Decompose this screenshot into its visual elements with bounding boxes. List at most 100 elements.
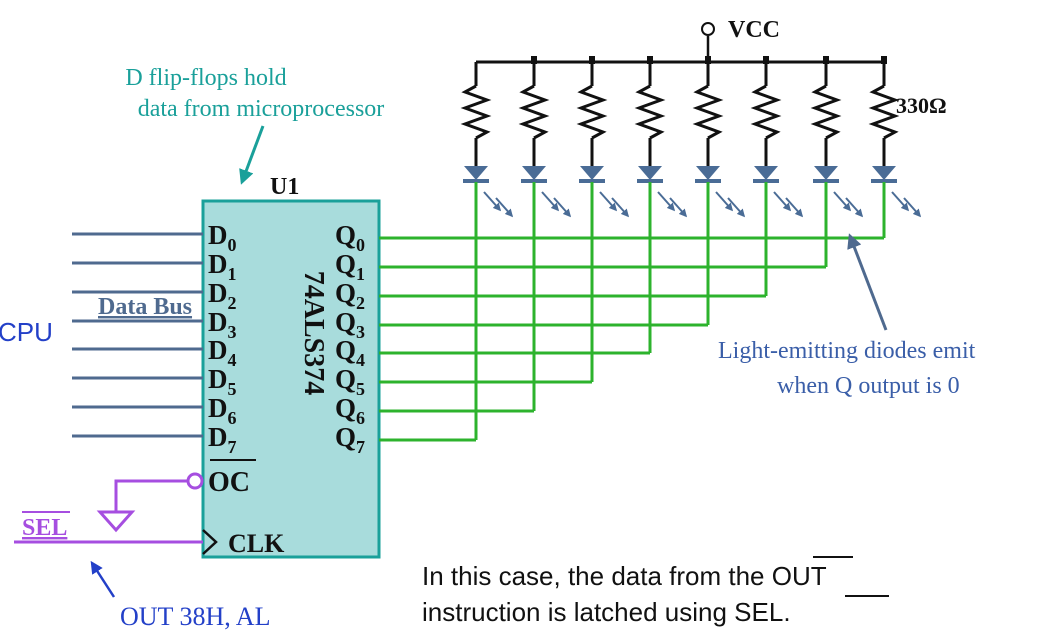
rail-junction: [881, 56, 887, 64]
out-instruction-arrow: [90, 560, 116, 598]
output-pin-label: Q0: [335, 220, 365, 255]
led-diode: [638, 166, 662, 180]
data-bus-wires: [72, 232, 203, 438]
oc-control-wire: [114, 479, 188, 512]
flipflop-annotation-line1: D flip-flops hold: [125, 65, 286, 91]
led-emission-arrow: [715, 191, 734, 212]
input-pin-label: D4: [208, 335, 237, 370]
pin-letter: D: [208, 307, 228, 337]
rail-junction: [531, 56, 537, 64]
resistor: [460, 84, 492, 140]
output-pin-label: Q5: [335, 364, 365, 399]
led-emission-arrow: [483, 191, 502, 212]
led-diode: [814, 166, 838, 180]
output-pin-label: Q1: [335, 249, 365, 284]
input-pin-label: D2: [208, 278, 237, 313]
resistor: [750, 84, 782, 140]
led-annotation-line1: Light-emitting diodes emit: [718, 338, 976, 364]
led-emission-arrow: [785, 197, 804, 218]
output-pin-label: Q3: [335, 307, 365, 342]
resistor: [868, 84, 900, 140]
pin-subscript: 0: [356, 235, 365, 255]
led-diode: [754, 166, 778, 180]
led-emission-arrow: [727, 197, 746, 218]
ground-symbol: [96, 510, 136, 533]
vcc-label: VCC: [728, 17, 780, 43]
led-emission-arrow: [833, 191, 852, 212]
led-emission-arrow: [541, 191, 560, 212]
data-bus-label: Data Bus: [98, 294, 192, 320]
resistor: [810, 84, 842, 140]
pin-subscript: 1: [228, 264, 237, 284]
pin-subscript: 4: [228, 350, 237, 370]
pin-letter: Q: [335, 364, 356, 394]
pin-subscript: 2: [356, 293, 365, 313]
pin-subscript: 1: [356, 264, 365, 284]
led-emission-arrow: [773, 191, 792, 212]
led-diode: [522, 166, 546, 180]
pin-letter: Q: [335, 220, 356, 250]
pin-subscript: 3: [356, 322, 365, 342]
rail-junction: [589, 56, 595, 64]
led-emission-arrow: [553, 197, 572, 218]
led-emission-arrow: [903, 197, 922, 218]
led-emission-arrow: [891, 191, 910, 212]
pin-subscript: 7: [356, 437, 365, 457]
flipflop-annotation-line2: data from microprocessor: [138, 96, 385, 122]
rail-junction: [705, 56, 711, 64]
led-emission-arrow: [599, 191, 618, 212]
pin-subscript: 0: [228, 235, 237, 255]
output-wires: [379, 182, 886, 442]
flipflop-annotation-arrow: [239, 125, 265, 185]
caption-sel-signal: SEL: [734, 597, 783, 627]
pin-letter: D: [208, 220, 228, 250]
chip-body: [201, 199, 381, 559]
led-emission-arrow: [495, 197, 514, 218]
vcc-terminal: [701, 22, 715, 36]
pin-subscript: 5: [356, 379, 365, 399]
sel-label: SEL: [22, 515, 67, 541]
pin-subscript: 7: [228, 437, 237, 457]
led-diode: [696, 166, 720, 180]
pin-subscript: 3: [228, 322, 237, 342]
pin-letter: Q: [335, 393, 356, 423]
resistor: [692, 84, 724, 140]
pin-letter: Q: [335, 278, 356, 308]
oc-inversion-bubble: [186, 472, 204, 490]
led-emission-arrow: [669, 197, 688, 218]
input-pin-label: D5: [208, 364, 237, 399]
resistor: [518, 84, 550, 140]
caption-line2: instruction is latched using SEL.: [422, 597, 791, 627]
oc-pin-label: OC: [208, 467, 250, 498]
chip-part-number: 74ALS374: [298, 271, 329, 395]
input-pin-label: D1: [208, 249, 237, 284]
caption-line2-suffix: .: [783, 597, 790, 627]
led-diode: [580, 166, 604, 180]
pin-letter: D: [208, 364, 228, 394]
pin-letter: Q: [335, 249, 356, 279]
clk-pin-label: CLK: [228, 529, 285, 558]
led-diode: [464, 166, 488, 180]
rail-junction: [647, 56, 653, 64]
pin-letter: Q: [335, 307, 356, 337]
input-pin-label: D6: [208, 393, 237, 428]
pin-subscript: 6: [356, 408, 365, 428]
chip-reference: U1: [270, 174, 299, 200]
pin-letter: D: [208, 422, 228, 452]
clk-edge-symbol: [202, 529, 218, 555]
led-emission-arrow: [845, 197, 864, 218]
rail-junction: [823, 56, 829, 64]
output-pin-label: Q6: [335, 393, 365, 428]
pin-subscript: 5: [228, 379, 237, 399]
out-instruction-label: OUT 38H, AL: [120, 602, 270, 631]
pin-letter: Q: [335, 422, 356, 452]
output-pin-label: Q2: [335, 278, 365, 313]
led-annotation-arrow: [847, 233, 888, 331]
caption-line2-prefix: instruction is latched using: [422, 597, 734, 627]
cpu-label: CPU: [0, 317, 53, 347]
rail-junction: [763, 56, 769, 64]
resistor-value-label: 330Ω: [896, 93, 947, 118]
